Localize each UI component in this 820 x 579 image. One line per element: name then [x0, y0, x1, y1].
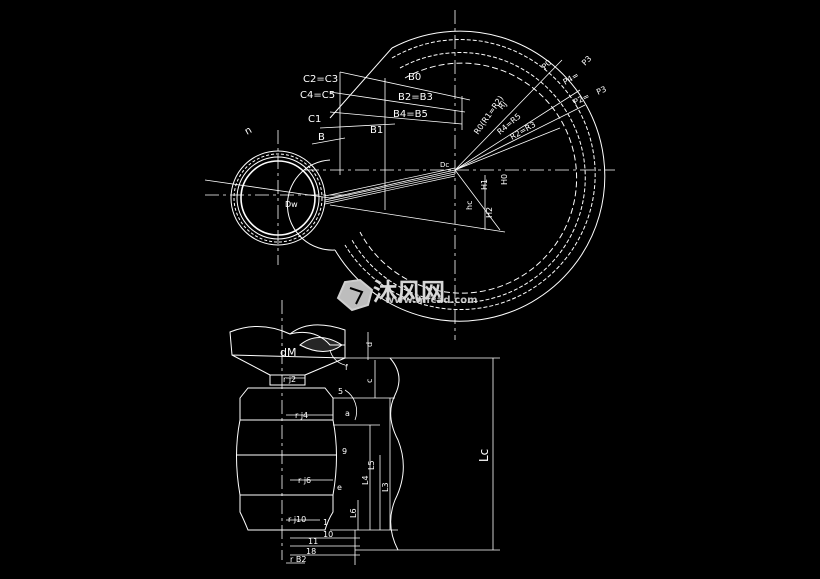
label-eighteen: 18	[306, 547, 316, 556]
watermark-url: www.mfcad.com	[385, 295, 478, 306]
label-d: d	[365, 342, 374, 347]
label-rj0: r j10	[288, 515, 306, 524]
label-dc: Dc	[440, 161, 449, 169]
label-one: 1	[323, 518, 328, 527]
wheel-arcs	[287, 30, 606, 322]
label-dm: dM	[280, 346, 296, 359]
label-ten: 10	[323, 530, 333, 539]
label-p3b: P3	[595, 84, 608, 96]
side-view-outline	[229, 300, 404, 560]
label-p0: P0	[540, 58, 553, 71]
label-c: c	[365, 379, 374, 383]
label-b: B	[318, 132, 325, 143]
label-eleven: 11	[308, 537, 318, 546]
label-nine: 9	[342, 447, 347, 456]
label-dw: Dw	[285, 200, 298, 209]
side-view-dimensions	[286, 332, 500, 565]
label-l3: L3	[381, 482, 390, 492]
worm-circles	[230, 150, 326, 246]
thread-lines	[324, 167, 456, 205]
label-n: n	[243, 125, 254, 138]
watermark: 沐风网 www.mfcad.com	[373, 278, 478, 306]
label-rj: Rj	[497, 100, 509, 112]
label-rj4: r j4	[295, 411, 308, 420]
side-view-labels: dM d r j2 c 5 a r j4 9 r j6 L5 L4 L3 L6 …	[280, 342, 491, 564]
label-rj6: r j6	[298, 476, 311, 485]
label-l6: L6	[349, 508, 358, 518]
label-rj2: r j2	[283, 375, 296, 384]
label-b2-b3: B2=B3	[398, 92, 433, 103]
watermark-logo-icon	[336, 278, 374, 312]
label-l5: L5	[367, 460, 376, 470]
label-h1: H1	[480, 179, 489, 190]
center-lines	[204, 10, 615, 340]
label-five: 5	[338, 387, 343, 396]
label-p2: P2=	[572, 92, 591, 107]
label-rb2: r B2	[290, 555, 306, 564]
label-f: f	[345, 363, 348, 372]
label-b1: B1	[370, 125, 383, 136]
watermark-brand: 沐风网	[373, 278, 445, 306]
label-lc: Lc	[477, 449, 491, 462]
label-b0: B0	[408, 72, 421, 83]
label-e: e	[337, 483, 342, 492]
label-c2-c3: C2=C3	[303, 74, 338, 85]
label-hc: hc	[465, 201, 474, 210]
label-b4-b5: B4=B5	[393, 109, 428, 120]
label-h2: H2	[485, 207, 494, 218]
label-p3: P3	[580, 54, 593, 67]
label-l4: L4	[361, 475, 370, 485]
label-angle: a	[345, 409, 350, 418]
label-h0: H0	[500, 174, 509, 185]
label-c1: C1	[308, 114, 321, 125]
dimension-lines	[311, 59, 586, 233]
label-c4-c5: C4=C5	[300, 90, 335, 101]
label-p4: P4=	[562, 71, 581, 87]
